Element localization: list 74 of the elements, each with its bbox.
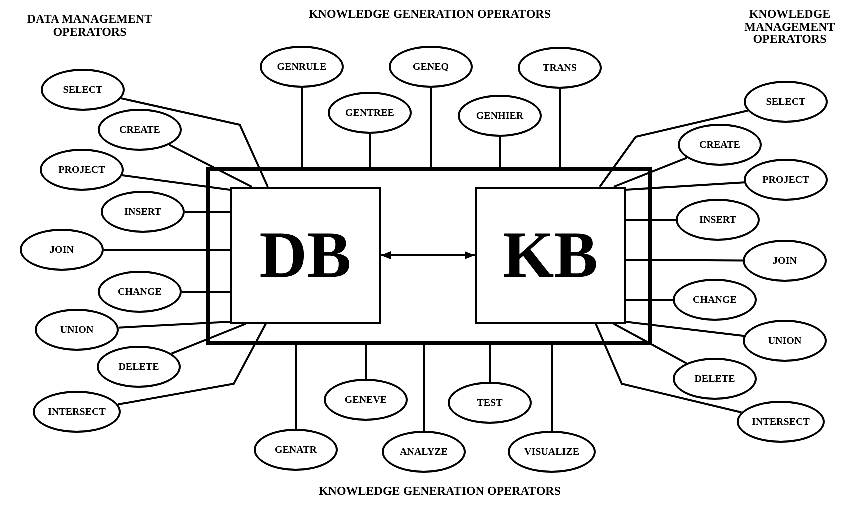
operator-label: GENEVE [344, 394, 388, 406]
base-box [230, 187, 381, 324]
base-label: KB [502, 222, 598, 288]
operator-label: VISUALIZE [524, 446, 580, 458]
connector-line [295, 345, 297, 429]
double-arrow [381, 252, 475, 260]
operator-ellipse [744, 159, 828, 201]
operator-label: SELECT [63, 84, 103, 96]
operator-label: UNION [60, 324, 94, 336]
group-heading: KNOWLEDGE GENERATION OPERATORS [308, 8, 552, 21]
connector-line [551, 345, 553, 431]
connector-line [369, 134, 371, 167]
operator-ellipse [678, 124, 762, 166]
base-box [475, 187, 626, 324]
operator-label: JOIN [50, 244, 74, 256]
connector-line [423, 345, 425, 431]
operator-ellipse [98, 109, 182, 151]
operator-label: JOIN [773, 256, 797, 266]
connector-line [499, 137, 501, 167]
operator-label: TEST [477, 398, 503, 408]
connector-line [171, 323, 246, 355]
operator-label: TRANS [543, 62, 577, 74]
operator-label: GENHIER [476, 110, 524, 122]
connector-line [122, 174, 230, 191]
system-frame [206, 167, 652, 345]
operator-label: CREATE [120, 124, 160, 136]
operator-label: DELETE [694, 374, 736, 384]
operator-ellipse [97, 346, 181, 388]
connector-line [599, 110, 748, 188]
operator-label: GENATR [274, 444, 318, 456]
operator-label: CHANGE [693, 294, 737, 306]
operator-label: ANALYZE [400, 446, 448, 458]
connector-line [118, 321, 230, 329]
connector-line [626, 182, 744, 191]
operator-label: GENRULE [277, 62, 327, 72]
connector-line [559, 89, 561, 167]
operator-ellipse [737, 401, 825, 443]
operator-label: INSERT [124, 206, 162, 218]
operator-label: GENTREE [346, 108, 394, 118]
operator-label: PROJECT [762, 174, 810, 186]
operator-label: INSERT [700, 214, 736, 226]
operator-label: DELETE [118, 362, 160, 372]
base-label: DB [260, 222, 352, 288]
connector-line [104, 249, 230, 251]
connector-line [430, 88, 432, 167]
connector-line [489, 345, 491, 382]
connector-line [614, 157, 688, 188]
operator-label: CREATE [700, 140, 740, 150]
connector-line [365, 345, 367, 379]
group-heading: DATA MANAGEMENT OPERATORS [26, 13, 154, 38]
operator-ellipse [35, 309, 119, 351]
connector-line [185, 211, 230, 213]
operator-label: UNION [768, 336, 802, 346]
operator-ellipse [673, 358, 757, 400]
operator-label: INTERSECT [752, 416, 810, 428]
operator-label: PROJECT [58, 164, 106, 176]
connector-line [626, 219, 676, 221]
connector-line [301, 88, 303, 167]
group-heading: KNOWLEDGE GENERATION OPERATORS [318, 485, 562, 498]
connector-line [614, 323, 688, 364]
connector-line [595, 324, 742, 414]
operator-label: GENEQ [412, 62, 450, 72]
connector-line [168, 144, 252, 188]
connector-line [626, 299, 673, 301]
operator-label: SELECT [766, 96, 806, 108]
connector-line [118, 324, 267, 406]
connector-line [626, 321, 744, 338]
connector-line [121, 98, 269, 188]
operator-label: CHANGE [118, 286, 162, 298]
operator-ellipse [41, 69, 125, 111]
group-heading: KNOWLEDGE MANAGEMENT OPERATORS [744, 8, 836, 46]
connector-line [626, 259, 744, 262]
connector-line [182, 291, 230, 293]
operator-label: INTERSECT [48, 406, 106, 418]
